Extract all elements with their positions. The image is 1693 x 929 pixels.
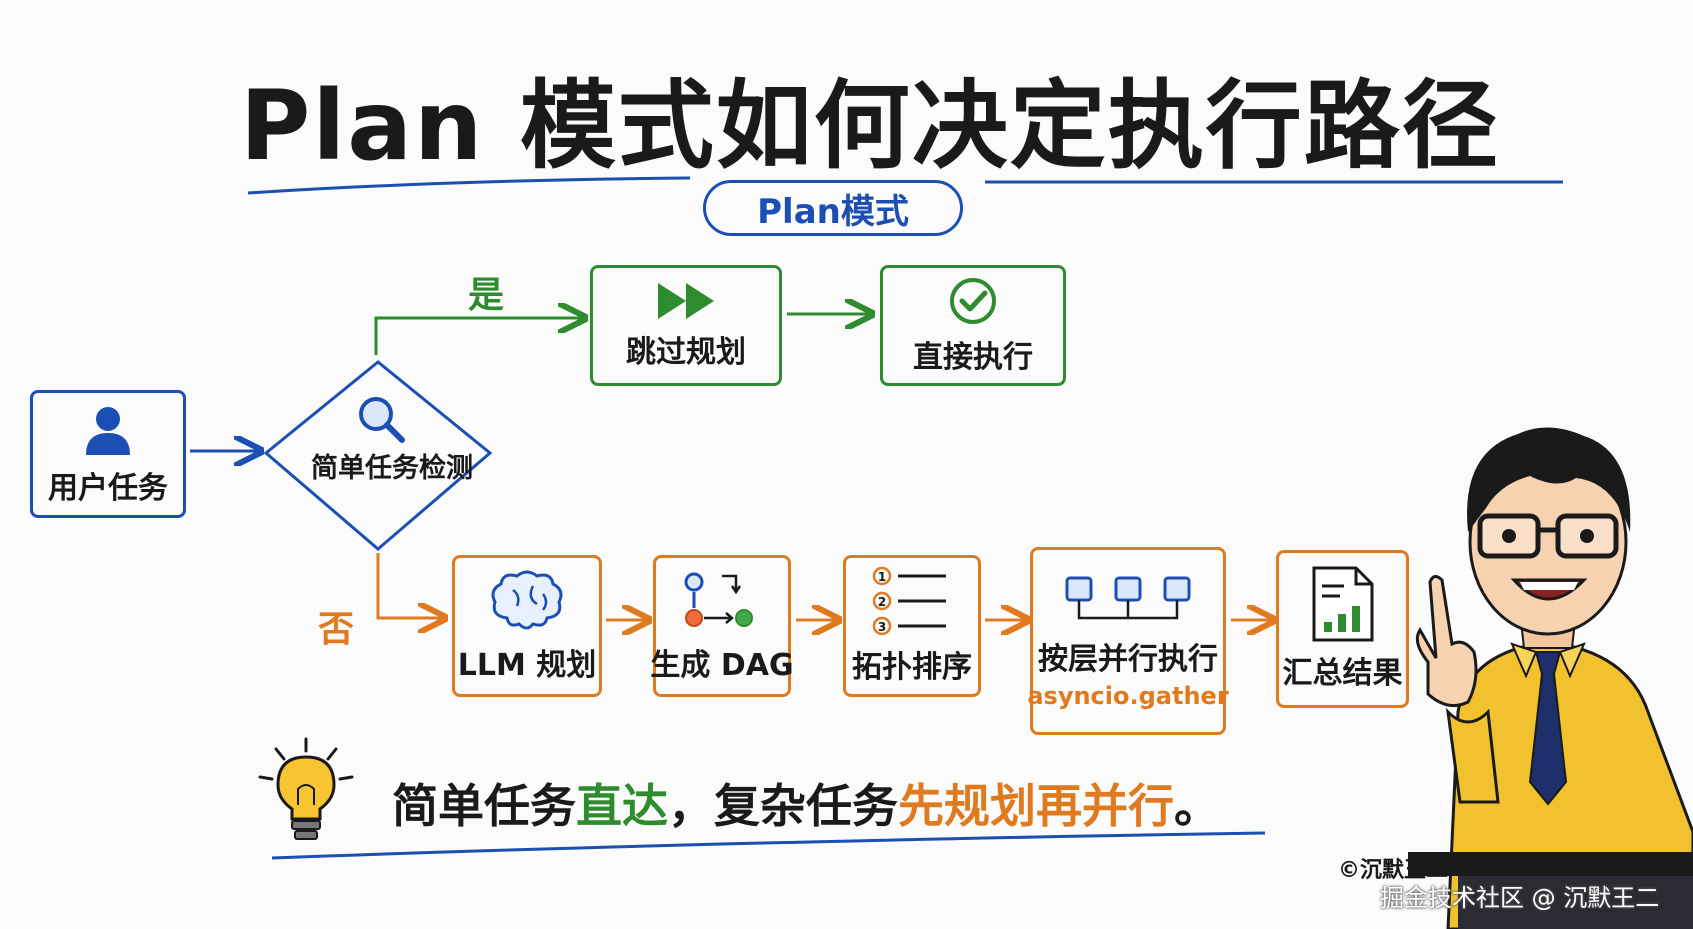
title-underline-right [984, 180, 1564, 184]
fast-forward-icon [658, 282, 714, 319]
copyright-label: ©沉默王二 [1338, 858, 1449, 883]
watermark: 掘金技术社区 @ 沉默王二 [1380, 884, 1660, 912]
svg-text:2: 2 [878, 595, 886, 609]
node-detect-label: 简单任务检测 [311, 453, 473, 484]
check-circle-icon [950, 277, 996, 324]
node-topo-sort: 1 2 3 拓扑排序 [843, 555, 981, 697]
mode-pill: Plan模式 [703, 180, 963, 236]
arrow-no-branch [376, 553, 442, 618]
report-icon [1312, 566, 1373, 642]
dag-icon [684, 572, 753, 627]
svg-text:1: 1 [878, 570, 886, 584]
node-direct-exec-label: 直接执行 [913, 339, 1033, 375]
node-user-task: 用户任务 [30, 390, 186, 518]
motto-underline [271, 831, 1266, 860]
motto: 简单任务直达，复杂任务先规划再并行。 [392, 770, 1220, 836]
node-layer-exec: 按层并行执行 asyncio.gather [1027, 547, 1229, 735]
node-llm-plan-label: LLM 规划 [457, 648, 597, 683]
motto-part-5: 。 [1174, 779, 1220, 833]
layers-icon [1065, 576, 1191, 620]
motto-part-2: 直达 [576, 779, 668, 833]
svg-text:3: 3 [878, 620, 886, 634]
node-gen-dag-label: 生成 DAG [650, 648, 794, 683]
motto-part-1: 简单任务 [392, 779, 576, 833]
node-direct-exec: 直接执行 [880, 265, 1066, 386]
title-underline-left [247, 176, 691, 195]
branch-no-label: 否 [318, 609, 355, 650]
brain-icon [491, 570, 563, 630]
branch-yes-label: 是 [468, 275, 505, 316]
detect-diamond [263, 360, 493, 551]
node-skip-plan-label: 跳过规划 [626, 334, 746, 370]
node-layer-exec-sublabel: asyncio.gather [1027, 682, 1229, 710]
numbered-list-icon: 1 2 3 [872, 566, 946, 636]
node-topo-sort-label: 拓扑排序 [852, 650, 972, 685]
node-llm-plan: LLM 规划 [452, 555, 602, 697]
node-layer-exec-label: 按层并行执行 [1038, 642, 1218, 677]
page-title: Plan 模式如何决定执行路径 [240, 70, 1500, 182]
node-gen-dag: 生成 DAG [650, 555, 794, 697]
motto-part-4: 先规划再并行 [898, 779, 1174, 833]
arrow-yes-branch [374, 318, 582, 355]
user-icon [86, 407, 130, 455]
node-skip-plan: 跳过规划 [590, 265, 782, 386]
magnifier-icon [359, 397, 405, 443]
motto-part-3: ，复杂任务 [668, 779, 898, 833]
presenter-illustration [1408, 427, 1693, 929]
node-summary: 汇总结果 [1276, 550, 1409, 708]
lightbulb-icon [258, 737, 354, 840]
node-summary-label: 汇总结果 [1282, 656, 1403, 691]
node-user-task-label: 用户任务 [48, 471, 168, 506]
